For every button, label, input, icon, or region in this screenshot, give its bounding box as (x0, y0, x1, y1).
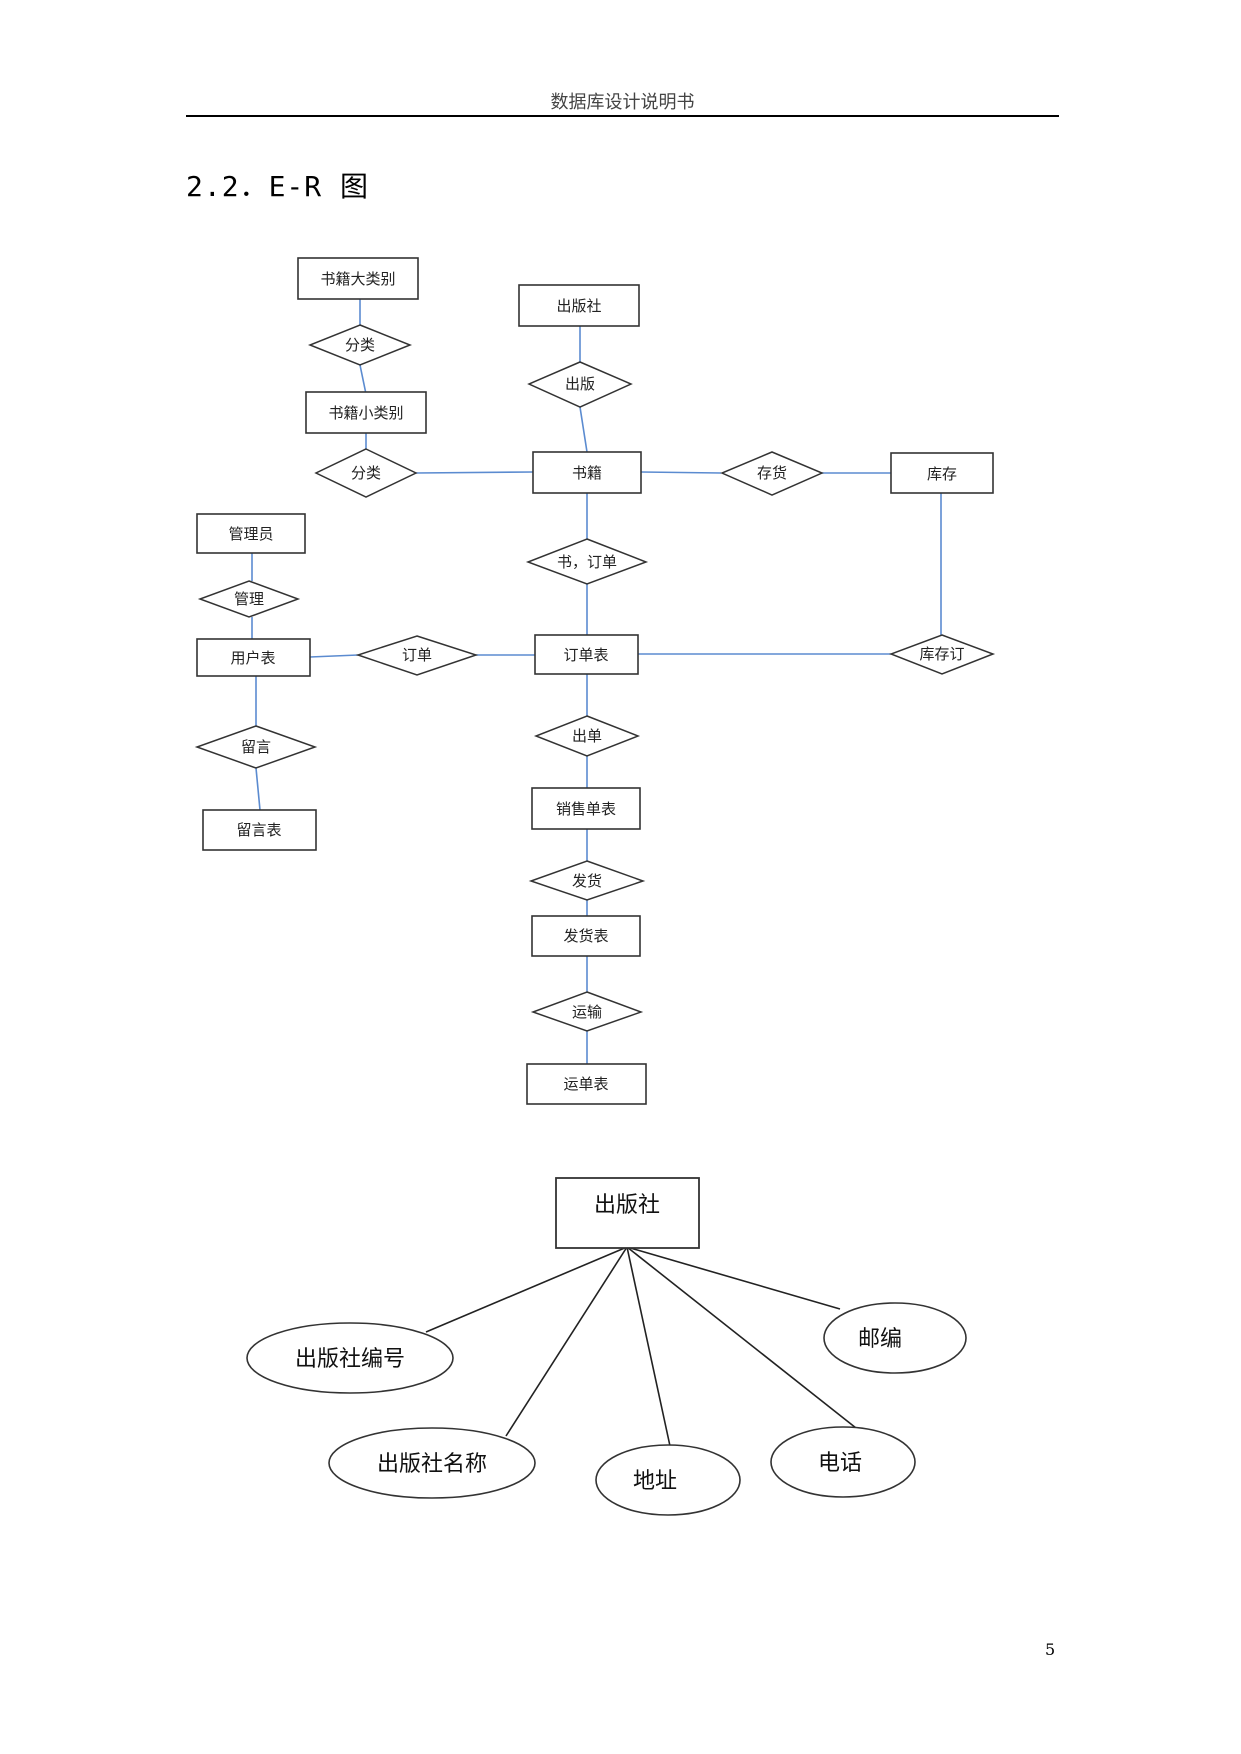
relationship-classify-book: 分类 (314, 448, 418, 498)
svg-text:出版社: 出版社 (594, 1193, 660, 1218)
entity-book-subcategory: 书籍小类别 (305, 391, 427, 434)
svg-text:地址: 地址 (633, 1469, 677, 1494)
attribute-line (505, 1246, 628, 1437)
svg-text:邮编: 邮编 (858, 1327, 902, 1352)
connector-lines (251, 299, 942, 1064)
svg-text:书，订单: 书，订单 (557, 553, 617, 571)
header-title: 数据库设计说明书 (550, 92, 695, 113)
attribute-publisher-id: 出版社编号 (246, 1322, 454, 1394)
entity-book: 书籍 (532, 451, 642, 494)
entity-inventory: 库存 (890, 452, 994, 494)
attribute-line (626, 1246, 671, 1447)
svg-text:发货表: 发货表 (563, 927, 608, 945)
svg-text:订单: 订单 (402, 646, 432, 664)
svg-text:运输: 运输 (572, 1003, 602, 1021)
connector (309, 654, 359, 658)
entity-publisher: 出版社 (518, 284, 640, 327)
entity-book-category: 书籍大类别 (297, 257, 419, 300)
attribute-publisher-name: 出版社名称 (328, 1427, 536, 1499)
svg-text:存货: 存货 (757, 464, 787, 482)
attribute-line (425, 1246, 628, 1333)
entity-shipment-table: 发货表 (531, 915, 641, 957)
svg-text:库存: 库存 (927, 465, 957, 483)
relationship-message: 留言 (194, 725, 318, 769)
entity-admin: 管理员 (196, 513, 306, 554)
svg-text:书籍: 书籍 (572, 464, 602, 482)
entity-message-table: 留言表 (202, 809, 317, 851)
svg-text:运单表: 运单表 (563, 1075, 608, 1093)
entity-sales-table: 销售单表 (531, 787, 641, 830)
attribute-line (626, 1246, 857, 1429)
svg-text:留言: 留言 (241, 738, 271, 756)
entity-order-table: 订单表 (534, 634, 639, 675)
svg-text:库存订: 库存订 (919, 645, 964, 663)
relationship-book-order: 书，订单 (525, 538, 649, 585)
entity-waybill-table: 运单表 (526, 1063, 647, 1105)
svg-text:留言表: 留言表 (236, 821, 281, 839)
relationship-ship: 发货 (528, 860, 646, 901)
svg-text:电话: 电话 (818, 1451, 862, 1476)
svg-text:书籍小类别: 书籍小类别 (328, 404, 403, 422)
connector (255, 767, 261, 811)
connector (640, 471, 722, 474)
relationship-stock: 存货 (720, 451, 824, 496)
relationship-transport: 运输 (530, 991, 644, 1032)
connector (579, 406, 588, 453)
relationship-order: 订单 (355, 635, 479, 676)
relationship-stock-order: 库存订 (888, 634, 996, 675)
svg-text:用户表: 用户表 (230, 649, 275, 667)
section-heading: 2.2．E-R 图 (186, 170, 370, 203)
relationship-manage: 管理 (197, 580, 301, 618)
svg-text:管理: 管理 (234, 590, 264, 608)
relationship-issue: 出单 (533, 715, 641, 757)
svg-text:出单: 出单 (572, 727, 602, 745)
svg-text:发货: 发货 (572, 872, 602, 890)
svg-text:书籍大类别: 书籍大类别 (320, 270, 395, 288)
entity-publisher-detail: 出版社 (555, 1177, 700, 1249)
svg-text:出版社: 出版社 (556, 297, 601, 315)
svg-text:出版: 出版 (565, 375, 595, 393)
svg-text:销售单表: 销售单表 (556, 800, 616, 818)
relationship-classify-top: 分类 (307, 324, 413, 366)
header-rule (186, 115, 1059, 117)
svg-text:出版社名称: 出版社名称 (377, 1452, 487, 1477)
attribute-address: 地址 (595, 1444, 741, 1516)
connector (415, 471, 534, 474)
entity-user-table: 用户表 (196, 638, 311, 677)
attribute-zip: 邮编 (823, 1302, 967, 1374)
relationship-publish: 出版 (527, 361, 633, 408)
svg-text:出版社编号: 出版社编号 (295, 1347, 405, 1372)
attribute-lines (425, 1246, 857, 1447)
page-number: 5 (1045, 1640, 1056, 1659)
connector (359, 364, 367, 395)
svg-text:管理员: 管理员 (228, 525, 273, 543)
attribute-line (626, 1246, 841, 1310)
svg-text:分类: 分类 (345, 336, 375, 354)
svg-text:订单表: 订单表 (563, 646, 608, 664)
attribute-phone: 电话 (770, 1426, 916, 1498)
svg-text:分类: 分类 (351, 464, 381, 482)
